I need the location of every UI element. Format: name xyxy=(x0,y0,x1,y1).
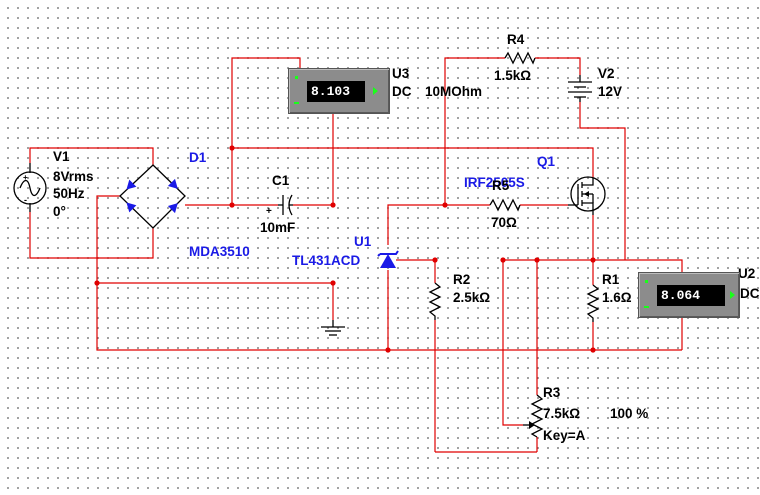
r4-value: 1.5kΩ xyxy=(494,68,531,83)
junction-dot xyxy=(442,202,448,208)
junction-dot xyxy=(330,202,336,208)
wire xyxy=(400,259,436,283)
resistor-r1[interactable] xyxy=(586,284,600,322)
plus-terminal-icon xyxy=(295,76,298,79)
r5-value: 70Ω xyxy=(491,215,517,230)
minus-terminal-icon xyxy=(644,306,649,308)
bridge-rectifier-d1[interactable] xyxy=(119,164,186,229)
mosfet-q1[interactable] xyxy=(568,176,606,215)
labels: V1 8Vrms 50Hz 0° D1 MDA3510 C1 10mF U3 D… xyxy=(53,32,760,443)
resistor-r4[interactable] xyxy=(504,51,536,65)
r4-ref: R4 xyxy=(507,32,525,47)
minus-terminal-icon xyxy=(294,102,299,104)
u2-display: 8.064 xyxy=(657,285,725,306)
junction-dot xyxy=(500,257,506,263)
v2-value: 12V xyxy=(598,84,622,99)
r2-ref: R2 xyxy=(453,272,470,287)
multimeter-u3[interactable]: 8.103 xyxy=(288,68,390,114)
d1-model: MDA3510 xyxy=(189,244,250,259)
u1-model: TL431ACD xyxy=(292,253,361,268)
wire xyxy=(232,147,594,178)
wire xyxy=(387,204,490,245)
r1-ref: R1 xyxy=(602,272,620,287)
wire xyxy=(444,57,505,205)
junction-dot xyxy=(590,257,596,263)
r3-setting: 100 % xyxy=(610,406,648,421)
r3-ref: R3 xyxy=(543,385,561,400)
arrow-right-icon xyxy=(730,291,735,299)
v1-phase: 0° xyxy=(53,204,66,219)
multimeter-u2[interactable]: 8.064 xyxy=(638,272,740,318)
r1-value: 1.6Ω xyxy=(602,290,632,305)
plus-terminal-icon xyxy=(645,280,648,283)
capacitor-c1[interactable]: + xyxy=(266,194,293,217)
battery-v2[interactable] xyxy=(568,75,592,102)
c1-ref: C1 xyxy=(272,173,290,188)
u2-ref: U2 xyxy=(738,266,755,281)
wire xyxy=(535,57,581,75)
q1-model: IRF2505S xyxy=(464,175,525,190)
junctions xyxy=(94,145,596,353)
shunt-regulator-u1[interactable] xyxy=(377,250,400,268)
u3-display: 8.103 xyxy=(307,81,365,102)
svg-text:+: + xyxy=(266,206,272,217)
v1-frequency: 50Hz xyxy=(53,186,85,201)
svg-text:+: + xyxy=(23,173,28,182)
ac-source-v1[interactable]: + - xyxy=(13,163,47,212)
u3-ref: U3 xyxy=(392,66,410,81)
resistor-r2[interactable] xyxy=(428,282,442,320)
r3-value: 7.5kΩ xyxy=(543,406,580,421)
d1-ref: D1 xyxy=(189,150,207,165)
wire xyxy=(502,260,523,426)
r5-ref: R5 xyxy=(492,178,510,193)
junction-dot xyxy=(534,257,540,263)
u3-mode: DC xyxy=(392,84,412,99)
r3-key: Key=A xyxy=(543,428,586,443)
r2-value: 2.5kΩ xyxy=(453,290,490,305)
wire xyxy=(29,212,154,259)
wires xyxy=(29,57,683,453)
junction-dot xyxy=(229,202,235,208)
u2-mode: DC xyxy=(740,286,760,301)
wire xyxy=(96,195,388,351)
junction-dot xyxy=(330,280,336,286)
junction-dot xyxy=(229,145,235,151)
ground-symbol xyxy=(321,320,345,336)
wire xyxy=(579,102,626,260)
junction-dot xyxy=(94,280,100,286)
q1-ref: Q1 xyxy=(537,154,556,169)
potentiometer-r3[interactable] xyxy=(523,394,544,438)
junction-dot xyxy=(432,257,438,263)
junction-dot xyxy=(385,347,391,353)
resistor-r5[interactable] xyxy=(489,198,521,212)
u3-impedance: 10MOhm xyxy=(425,84,482,99)
c1-value: 10mF xyxy=(260,220,295,235)
v1-ref: V1 xyxy=(53,149,70,164)
arrow-right-icon xyxy=(373,87,378,95)
svg-text:-: - xyxy=(24,195,27,205)
wire xyxy=(231,57,301,205)
u1-ref: U1 xyxy=(354,234,372,249)
v1-amplitude: 8Vrms xyxy=(53,169,94,184)
wire xyxy=(29,147,154,165)
junction-dot xyxy=(590,347,596,353)
v2-ref: V2 xyxy=(598,66,615,81)
